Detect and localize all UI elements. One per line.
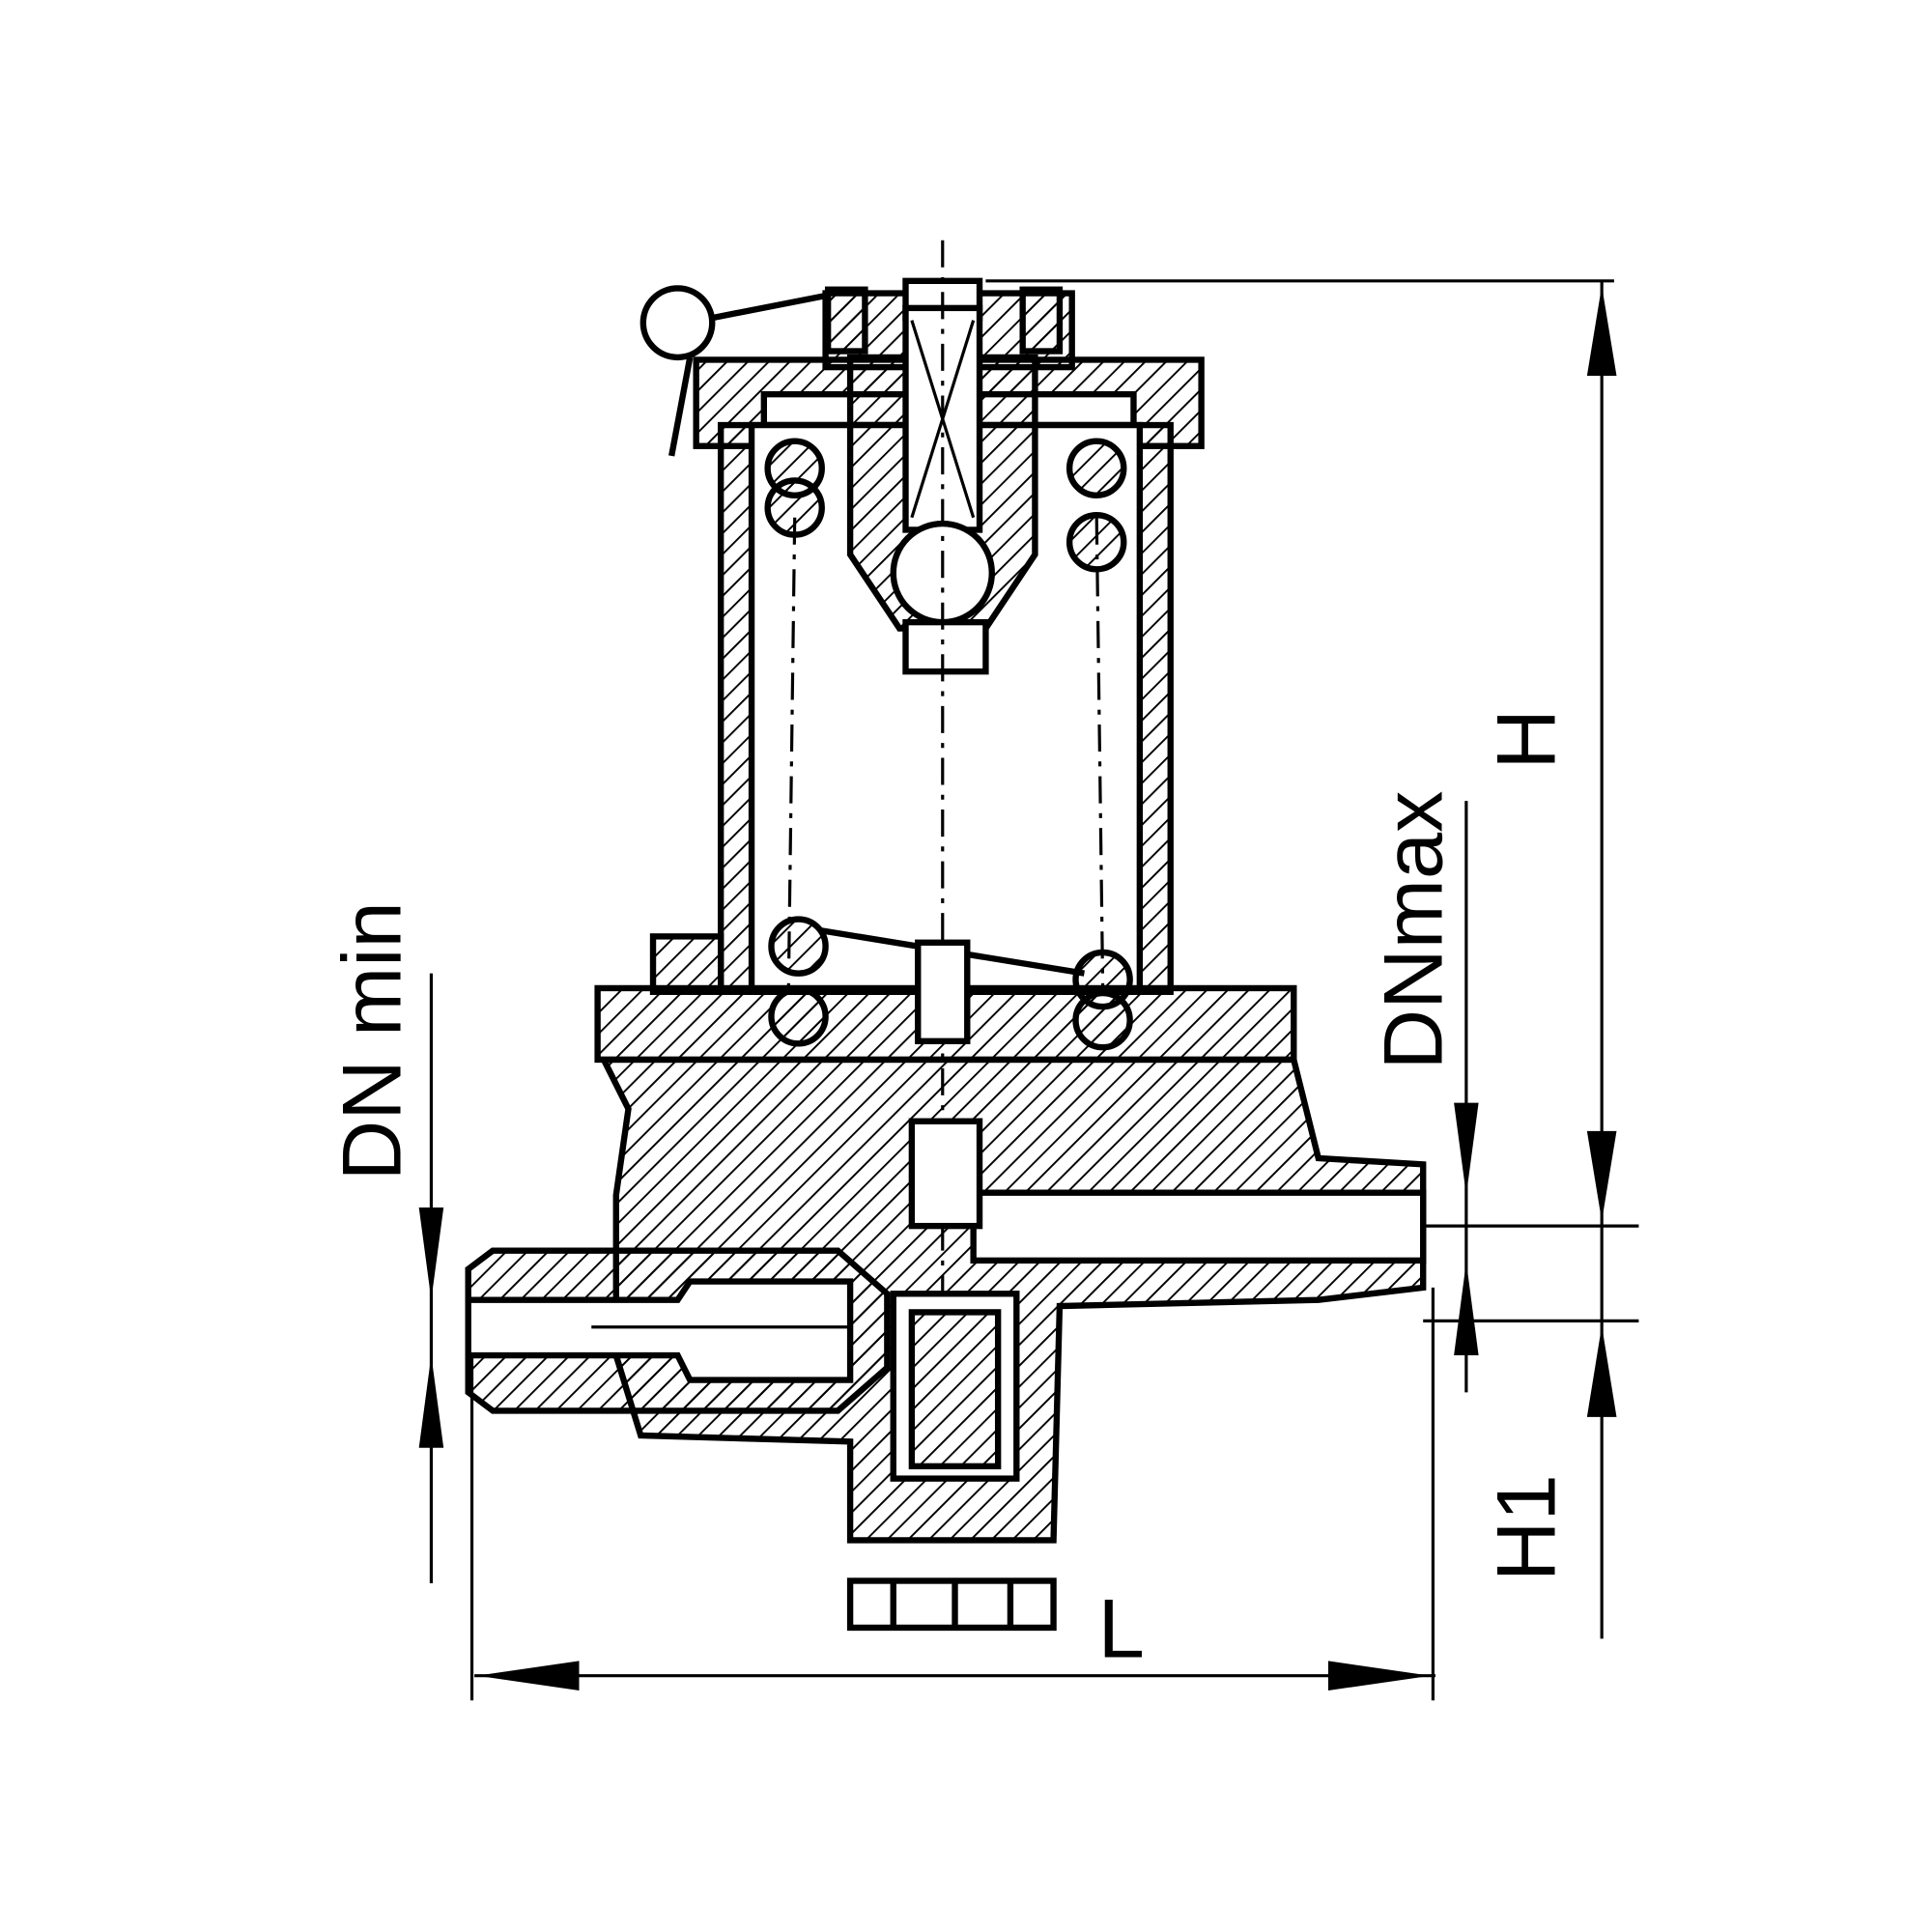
dimension-label-l: L xyxy=(1098,1582,1145,1676)
dimension-lines xyxy=(418,279,1639,1701)
body-flange xyxy=(594,933,1297,1064)
outlet-bore xyxy=(970,1189,1427,1264)
arrow-head xyxy=(1454,1262,1479,1356)
arrow-head xyxy=(1454,1102,1479,1196)
arrow-head xyxy=(1586,1130,1617,1222)
bottom-plug xyxy=(846,1577,1057,1632)
dimension-label-h1: H1 xyxy=(1480,1474,1574,1581)
handle-knob xyxy=(639,285,716,361)
arrow-head xyxy=(476,1661,580,1690)
inlet-nipple xyxy=(465,1247,891,1414)
arrow-head xyxy=(1586,1325,1617,1417)
arrow-head xyxy=(418,1355,444,1448)
arrow-head xyxy=(418,1208,444,1300)
arrow-head xyxy=(1328,1661,1431,1690)
dimension-label-dnmax: DNmax xyxy=(1366,790,1460,1069)
arrow-head xyxy=(1586,285,1617,377)
dimension-label-dnmin: DN min xyxy=(326,901,419,1180)
valve-body xyxy=(598,1056,1427,1544)
dimension-label-h: H xyxy=(1480,709,1574,770)
